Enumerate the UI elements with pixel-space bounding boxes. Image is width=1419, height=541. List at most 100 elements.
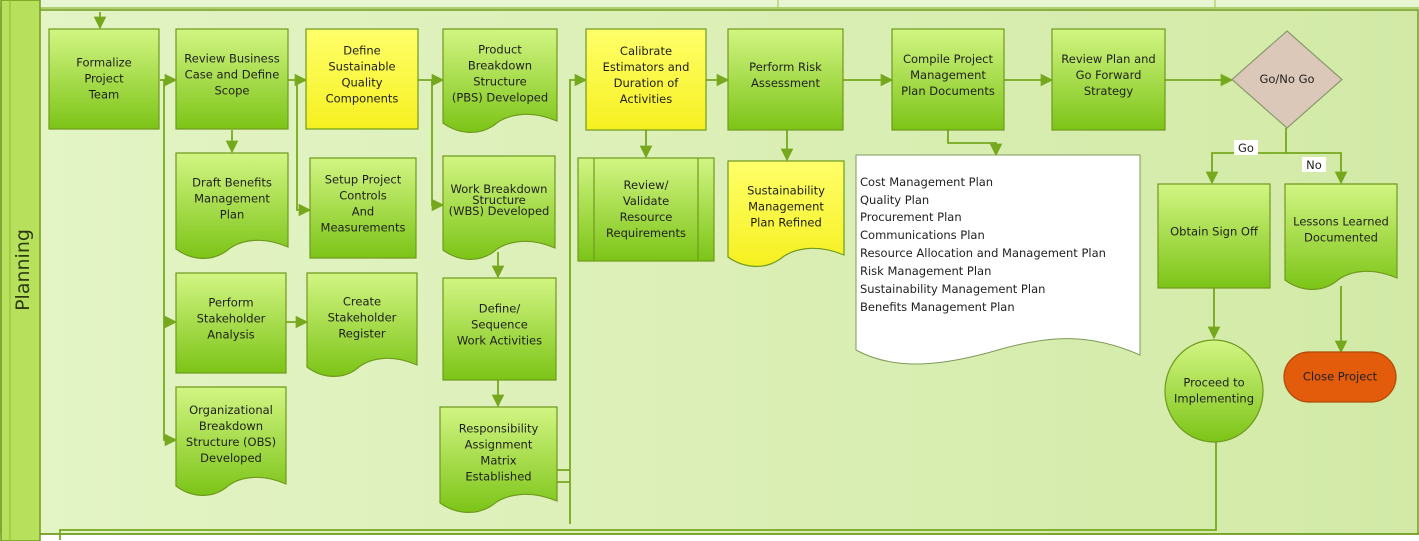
- node-label-line: Create: [343, 295, 381, 309]
- process-shape: [309, 157, 417, 259]
- node-label-line: Duration of: [614, 76, 680, 90]
- node-label-line: Assessment: [751, 76, 820, 90]
- edge-ram-calibrate: [557, 73, 588, 524]
- node-label-line: And: [352, 205, 374, 219]
- lane-header: [0, 0, 41, 541]
- node-label-line: Breakdown: [199, 419, 263, 433]
- edge-no: [1286, 152, 1348, 185]
- plan-list-item: Communications Plan: [860, 228, 985, 242]
- node-label-line: Management: [748, 200, 824, 214]
- node-label-line: Obtain Sign Off: [1170, 225, 1259, 239]
- node-signoff: Obtain Sign Off: [1157, 183, 1271, 289]
- plan-list-item: Benefits Management Plan: [860, 300, 1015, 314]
- plan-list-item: Procurement Plan: [860, 210, 962, 224]
- lane-title: Planning: [12, 229, 34, 311]
- document-shape: [442, 155, 556, 260]
- process-shape: [1157, 183, 1271, 289]
- node-label-line: Responsibility: [459, 422, 539, 436]
- decision-shape: [1231, 30, 1343, 129]
- node-label-line: Scope: [214, 84, 249, 98]
- plan-list-document-shape: [855, 154, 1141, 365]
- edge-label-no: No: [1306, 158, 1322, 172]
- node-label-line: Work Activities: [457, 334, 542, 348]
- node-label-line: Perform: [208, 296, 253, 310]
- node-label-line: Developed: [200, 451, 262, 465]
- node-label-line: Organizational: [189, 403, 273, 417]
- node-label-line: Resource: [620, 210, 673, 224]
- node-label-line: (WBS) Developed: [449, 204, 550, 218]
- node-label-line: Review/: [624, 178, 669, 192]
- node-label-line: Validate: [623, 194, 669, 208]
- node-label-line: Review Plan and: [1061, 52, 1155, 66]
- node-label-line: Review Business: [184, 52, 279, 66]
- node-label-line: Quality: [341, 76, 382, 90]
- node-label-line: Management: [194, 192, 270, 206]
- node-label-line: Structure: [472, 193, 526, 207]
- plan-list-item: Quality Plan: [860, 193, 929, 207]
- node-label-line: Define: [343, 44, 381, 58]
- node-label-line: Formalize: [76, 56, 132, 70]
- node-label-line: Analysis: [207, 328, 254, 342]
- node-label-line: Components: [326, 92, 399, 106]
- plan-documents-list: Cost Management Plan Quality Plan Procur…: [855, 154, 1141, 365]
- process-shape: [442, 277, 557, 381]
- node-label-line: Management: [910, 68, 986, 82]
- node-label-line: Project: [84, 72, 124, 86]
- document-shape: [442, 28, 558, 133]
- edge-label-go: Go: [1238, 141, 1254, 155]
- plan-list-item: Resource Allocation and Management Plan: [860, 246, 1106, 260]
- node-label-line: Work Breakdown: [451, 182, 548, 196]
- plan-list-item: Cost Management Plan: [860, 175, 993, 189]
- node-label-line: Breakdown: [468, 59, 532, 73]
- edge-review-setup: [296, 80, 312, 217]
- node-label-line: Setup Project: [325, 173, 402, 187]
- node-label-line: Close Project: [1303, 370, 1378, 384]
- document-shape: [1284, 183, 1398, 290]
- process-shape: [727, 28, 844, 131]
- node-label-line: Structure (OBS): [186, 435, 276, 449]
- node-label-line: Requirements: [606, 226, 686, 240]
- flow-connectors: [59, 12, 1348, 540]
- node-label-line: Assignment: [465, 438, 533, 452]
- document-shape: [727, 160, 845, 267]
- circle-shape: [1164, 339, 1264, 443]
- node-label-line: Team: [88, 88, 119, 102]
- edge-spine-obs: [163, 80, 178, 447]
- node-label-line: Plan: [220, 208, 244, 222]
- process-shape: [1051, 28, 1166, 131]
- node-label-line: Proceed to: [1183, 376, 1244, 390]
- plan-list-item: Risk Management Plan: [860, 264, 991, 278]
- node-label-line: Sustainability: [747, 184, 825, 198]
- node-label-line: Compile Project: [903, 52, 994, 66]
- node-label-line: Draft Benefits: [192, 176, 272, 190]
- node-label-line: Documented: [1304, 231, 1378, 245]
- node-label-line: Plan Refined: [750, 216, 822, 230]
- node-label-line: Perform Risk: [749, 60, 822, 74]
- node-label-line: Plan Documents: [901, 84, 995, 98]
- node-label-line: Stakeholder: [328, 311, 397, 325]
- terminator-shape: [1283, 351, 1397, 403]
- no-label-bg: [1302, 157, 1326, 172]
- node-label-line: (PBS) Developed: [452, 91, 548, 105]
- node-gonogo: Go/No Go: [1231, 30, 1343, 129]
- node-label-line: Case and Define: [185, 68, 280, 82]
- document-shape: [175, 152, 289, 259]
- node-label-line: Controls: [339, 189, 387, 203]
- node-label-line: Strategy: [1084, 84, 1133, 98]
